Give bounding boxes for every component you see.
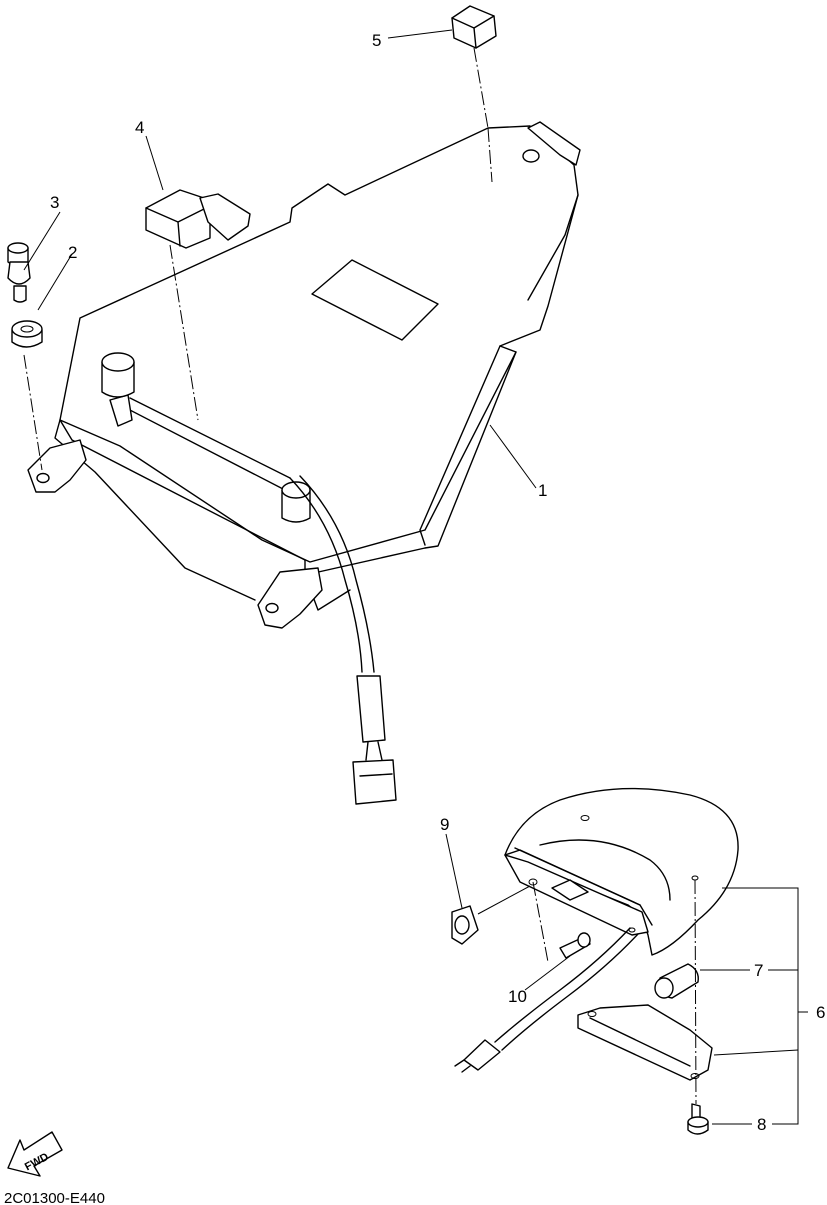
diagram-code: 2C01300-E440 — [4, 1190, 105, 1205]
wire-harness-1 — [289, 475, 397, 805]
fwd-arrow-icon: FWD — [7, 1131, 63, 1177]
callout-2: 2 — [68, 243, 77, 262]
callout-4: 4 — [135, 118, 144, 137]
part-1-bracket — [27, 121, 581, 629]
part-9-nut — [451, 905, 479, 945]
part-7-bulb — [654, 963, 699, 999]
callout-1: 1 — [538, 481, 547, 500]
callout-5: 5 — [372, 31, 381, 50]
callout-8: 8 — [757, 1115, 766, 1134]
callout-7: 7 — [754, 961, 763, 980]
part-5-cushion — [451, 5, 497, 49]
part-4-connector — [145, 189, 251, 249]
part-2-grommet — [11, 320, 43, 348]
part-8-screw — [687, 1103, 709, 1135]
part-6-tail-light — [504, 787, 739, 956]
license-light-plate — [577, 1004, 713, 1081]
callout-10: 10 — [508, 987, 527, 1006]
callout-3: 3 — [50, 193, 59, 212]
callout-6: 6 — [816, 1003, 825, 1022]
part-3-bolt — [7, 242, 31, 303]
callout-9: 9 — [440, 815, 449, 834]
wire-harness-6 — [454, 927, 639, 1073]
leader-lines — [23, 29, 808, 1125]
part-10-bolt — [559, 932, 591, 959]
